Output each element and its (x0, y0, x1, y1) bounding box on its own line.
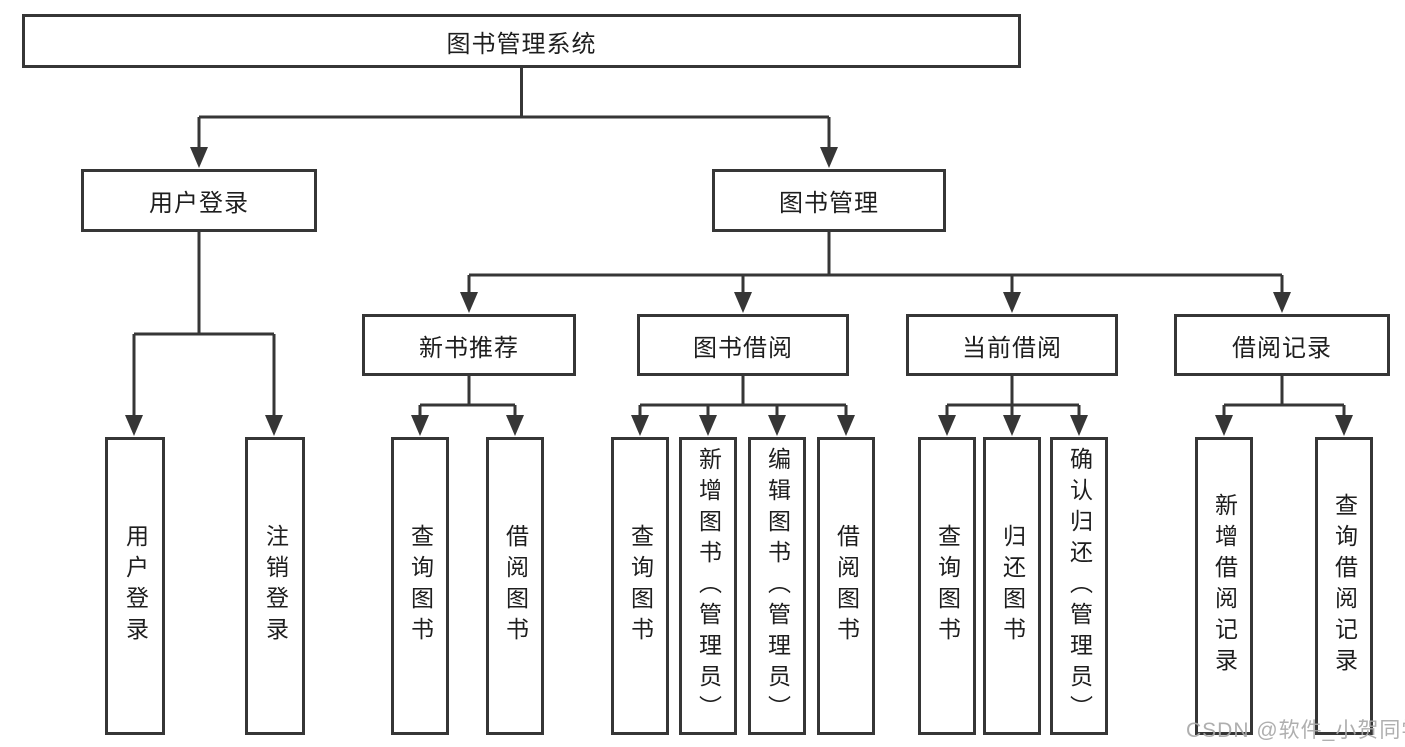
node-book-management: 图书管理 (712, 169, 946, 232)
leaf-user-login: 用户登录 (105, 437, 165, 735)
node-new-book-recommend-label: 新书推荐 (419, 334, 519, 362)
leaf-logout-label: 注销登录 (262, 524, 289, 648)
leaf-query-book-1: 查询图书 (391, 437, 449, 735)
node-current-borrow: 当前借阅 (906, 314, 1118, 376)
leaf-confirm-return-label: 确认归还（管理员） (1066, 446, 1093, 726)
leaf-confirm-return: 确认归还（管理员） (1050, 437, 1108, 735)
leaf-query-book-3: 查询图书 (918, 437, 976, 735)
leaf-edit-book: 编辑图书（管理员） (748, 437, 806, 735)
leaf-logout: 注销登录 (245, 437, 305, 735)
node-user-login-label: 用户登录 (149, 190, 249, 217)
leaf-query-book-3-label: 查询图书 (934, 524, 961, 648)
node-current-borrow-label: 当前借阅 (962, 334, 1062, 362)
node-borrow-records-label: 借阅记录 (1232, 334, 1332, 362)
node-user-login: 用户登录 (81, 169, 317, 232)
leaf-add-record-label: 新增借阅记录 (1211, 493, 1238, 679)
leaf-borrow-book-2: 借阅图书 (817, 437, 875, 735)
leaf-return-book-label: 归还图书 (999, 524, 1026, 648)
node-new-book-recommend: 新书推荐 (362, 314, 576, 376)
leaf-user-login-label: 用户登录 (122, 524, 149, 648)
node-book-borrow: 图书借阅 (637, 314, 849, 376)
leaf-borrow-book-1: 借阅图书 (486, 437, 544, 735)
leaf-borrow-book-1-label: 借阅图书 (502, 524, 529, 648)
csdn-watermark: CSDN @软件_小贺同学 (1186, 719, 1405, 742)
node-root-label: 图书管理系统 (446, 30, 597, 58)
leaf-add-book-label: 新增图书（管理员） (695, 446, 722, 726)
node-root: 图书管理系统 (22, 14, 1021, 68)
leaf-edit-book-label: 编辑图书（管理员） (764, 446, 791, 726)
leaf-query-book-1-label: 查询图书 (407, 524, 434, 648)
leaf-return-book: 归还图书 (983, 437, 1041, 735)
leaf-query-record: 查询借阅记录 (1315, 437, 1373, 735)
node-book-management-label: 图书管理 (779, 190, 879, 217)
leaf-add-book: 新增图书（管理员） (679, 437, 737, 735)
leaf-query-book-2-label: 查询图书 (627, 524, 654, 648)
leaf-borrow-book-2-label: 借阅图书 (833, 524, 860, 648)
node-book-borrow-label: 图书借阅 (693, 334, 793, 362)
leaf-query-record-label: 查询借阅记录 (1331, 493, 1358, 679)
leaf-add-record: 新增借阅记录 (1195, 437, 1253, 735)
leaf-query-book-2: 查询图书 (611, 437, 669, 735)
node-borrow-records: 借阅记录 (1174, 314, 1390, 376)
